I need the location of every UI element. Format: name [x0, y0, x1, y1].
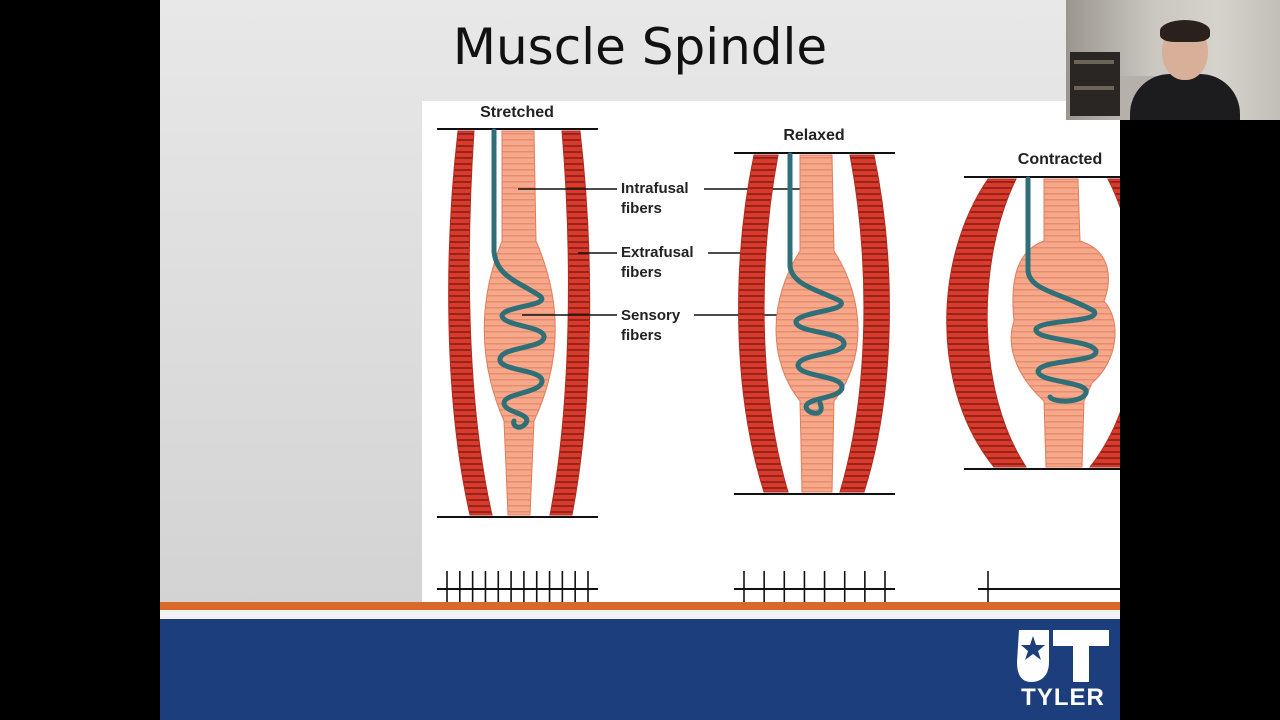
callout-sensory-line2: fibers — [621, 327, 662, 344]
accent-stripe — [160, 602, 1120, 610]
callout-intrafusal-line1: Intrafusal — [621, 180, 689, 197]
panel-label-contracted: Contracted — [1018, 151, 1102, 168]
divider-stripe — [160, 610, 1120, 619]
sensory-fiber — [1025, 176, 1099, 404]
callout-extrafusal-line2: fibers — [621, 264, 662, 281]
muscle-spindle-figure: Stretched Intrafusal fibers Extrafusal f… — [422, 101, 1120, 619]
presenter-body — [1130, 74, 1240, 120]
spike-train-relaxed — [734, 571, 895, 607]
panel-label-stretched: Stretched — [480, 104, 554, 121]
sensory-fiber — [491, 128, 547, 430]
panel-contracted: Contracted — [946, 151, 1120, 607]
logo-wordmark: TYLER — [1021, 684, 1105, 711]
footer-bar — [160, 619, 1120, 720]
intrafusal-fiber — [775, 154, 859, 493]
spike-train-stretched — [437, 571, 598, 607]
extrafusal-fiber-right — [839, 154, 890, 493]
callout-intrafusal-line2: fibers — [621, 200, 662, 217]
ut-tyler-logo — [1013, 626, 1113, 716]
callouts: Intrafusal fibers Extrafusal fibers Sens… — [621, 180, 818, 344]
panel-relaxed: Relaxed — [734, 127, 895, 607]
spike-train-contracted — [978, 571, 1120, 607]
sensory-fiber — [787, 152, 847, 416]
extrafusal-fiber-right — [549, 130, 591, 516]
slide: Muscle Spindle Stretched — [160, 0, 1120, 720]
figure-canvas: Stretched Intrafusal fibers Extrafusal f… — [437, 104, 1120, 607]
extrafusal-fiber-right — [1088, 178, 1120, 468]
extrafusal-fiber-left — [448, 130, 493, 516]
extrafusal-fiber-left — [946, 178, 1027, 468]
panel-stretched: Stretched — [437, 104, 617, 607]
panel-label-relaxed: Relaxed — [783, 127, 844, 144]
callout-sensory-line1: Sensory — [621, 307, 681, 324]
webcam-overlay — [1066, 0, 1280, 120]
extrafusal-fiber-left — [738, 154, 789, 493]
callout-extrafusal-line1: Extrafusal — [621, 244, 694, 261]
slide-title: Muscle Spindle — [452, 18, 828, 76]
